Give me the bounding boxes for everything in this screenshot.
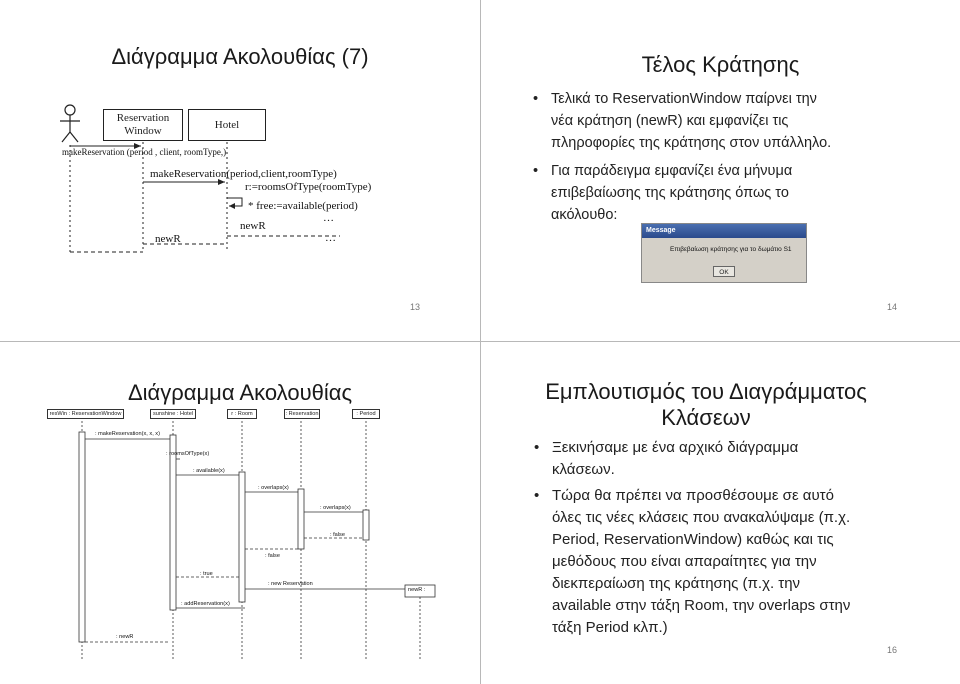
obj-reservation: : Reservation — [284, 409, 320, 419]
msg-new-reservation: : new Reservation — [268, 581, 313, 587]
msg-make-reservation: makeReservation(period,client,roomType) — [150, 168, 337, 180]
bullet-item: Ξεκινήσαμε με ένα αρχικό διάγραμμα κλάσε… — [534, 437, 852, 481]
msg-overlaps-2: : overlaps(x) — [320, 505, 351, 511]
msg-available: * free:=available(period) — [248, 200, 358, 212]
msg-available: : available(x) — [193, 468, 225, 474]
msg-true: : true — [200, 571, 213, 577]
ellipsis-2: … — [325, 232, 336, 244]
slide-13: Διάγραμμα Ακολουθίας (7) Reservation Win… — [0, 0, 481, 342]
obj-newr: newR : — [408, 587, 426, 593]
ellipsis: … — [323, 212, 334, 224]
msg-return-newr: : newR — [116, 634, 134, 640]
reservation-window-box: Reservation Window — [103, 109, 183, 141]
page-number: 14 — [887, 302, 898, 312]
bullet-list: Ξεκινήσαμε με ένα αρχικό διάγραμμα κλάσε… — [534, 437, 854, 639]
bullet-item: Για παράδειγμα εμφανίζει ένα μήνυμα επιβ… — [533, 160, 836, 226]
msg-overlaps-1: : overlaps(x) — [258, 485, 289, 491]
obj-hotel: sunshine : Hotel — [150, 409, 196, 419]
message-dialog: Message Επιβεβαίωση κράτησης για το δωμά… — [641, 223, 807, 283]
hotel-box: Hotel — [188, 109, 266, 141]
msg-make-reservation: : makeReservation(x, x, x) — [95, 431, 160, 437]
slide-16: Εμπλουτισμός του Διαγράμματος Κλάσεων Ξε… — [480, 341, 960, 684]
msg-rooms-of-type: : roomsOfType(x) — [166, 451, 210, 457]
sequence-diagram — [60, 104, 340, 253]
msg-make-reservation-actor: makeReservation (period , client, roomTy… — [62, 147, 227, 157]
bullet-list: Τελικά το ReservationWindow παίρνει την … — [533, 88, 833, 226]
bullet-item: Τώρα θα πρέπει να προσθέσουμε σε αυτό όλ… — [534, 485, 854, 639]
return-newr-hotel: newR — [240, 220, 266, 232]
slide-title: Τέλος Κράτησης — [641, 52, 800, 77]
return-newr-window: newR — [155, 233, 181, 245]
ok-button[interactable]: OK — [713, 266, 735, 277]
slide-14: Τέλος Κράτησης Τελικά το ReservationWind… — [480, 0, 960, 342]
sequence-diagram-detailed — [78, 417, 436, 660]
obj-room: r : Room — [227, 409, 257, 419]
msg-add-reservation: : addReservation(x) — [181, 601, 230, 607]
slide-title: Διάγραμμα Ακολουθίας — [127, 380, 353, 405]
page-number: 13 — [410, 302, 421, 312]
msg-false-1: : false — [330, 532, 345, 538]
obj-period: : Period — [352, 409, 380, 419]
bullet-item: Τελικά το ReservationWindow παίρνει την … — [533, 88, 833, 154]
obj-reservation-window: resWin : ReservationWindow — [47, 409, 124, 419]
msg-rooms-of-type: r:=roomsOfType(roomType) — [245, 181, 372, 193]
slide-title: Διάγραμμα Ακολουθίας (7) — [111, 44, 369, 69]
actor-figure — [60, 104, 80, 143]
page-number: 16 — [887, 645, 898, 655]
dialog-text: Επιβεβαίωση κράτησης για το δωμάτιο S1 — [670, 246, 792, 253]
slide-15: Διάγραμμα Ακολουθίας — [0, 341, 481, 684]
dialog-title: Message — [642, 224, 806, 238]
slide-title: Εμπλουτισμός του Διαγράμματος Κλάσεων — [545, 379, 867, 430]
msg-false-2: : false — [265, 553, 280, 559]
